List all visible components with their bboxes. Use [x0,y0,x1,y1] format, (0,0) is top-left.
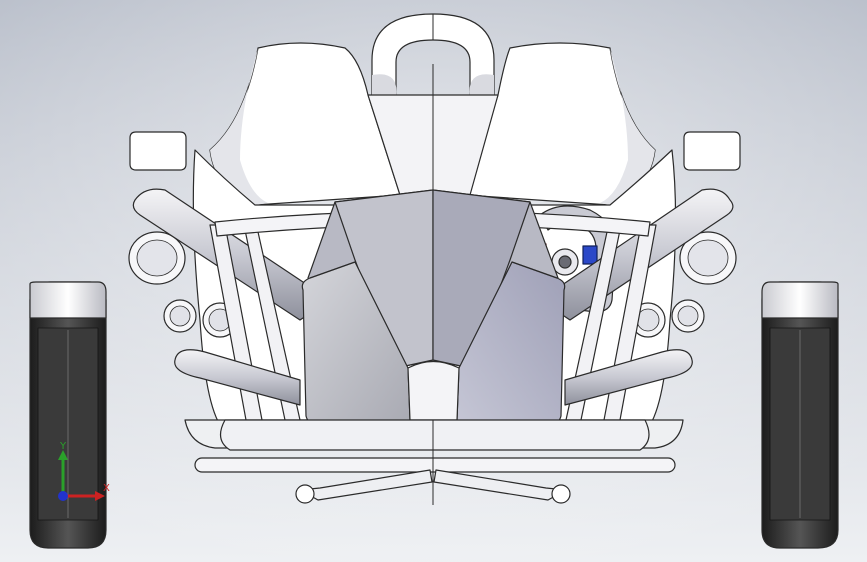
left-mirror[interactable] [129,131,187,171]
nose-top-left-facet [334,189,434,369]
left-seat-side-shade [210,48,268,205]
front-lower-diagonal-left [299,469,433,501]
y-axis-arrowhead [58,450,68,460]
nose-center-notch [407,360,460,421]
nose-top-right-facet [432,189,531,369]
frame-front-hoop[interactable] [174,349,301,406]
left-front-wheel[interactable] [29,281,107,549]
frame-front-hoop-right[interactable] [564,349,693,406]
right-mirror[interactable] [683,131,741,171]
front-lower-diagonal-right [433,469,567,501]
orientation-triad[interactable]: Y X [48,440,118,510]
triad-axes [58,450,105,501]
lower-mount-left [295,484,315,504]
roll-hoop[interactable] [371,13,495,99]
z-axis-indicator [58,491,68,501]
right-seat[interactable] [464,42,656,206]
x-axis-arrowhead [95,491,105,501]
front-lower-crossbar[interactable] [194,457,676,473]
lower-mount-right [551,484,571,504]
right-seat-side-shade [600,48,655,205]
y-axis-label: Y [60,441,67,452]
x-axis-label: X [103,483,110,494]
front-lower-tub [219,419,650,451]
right-front-wheel[interactable] [761,281,839,549]
